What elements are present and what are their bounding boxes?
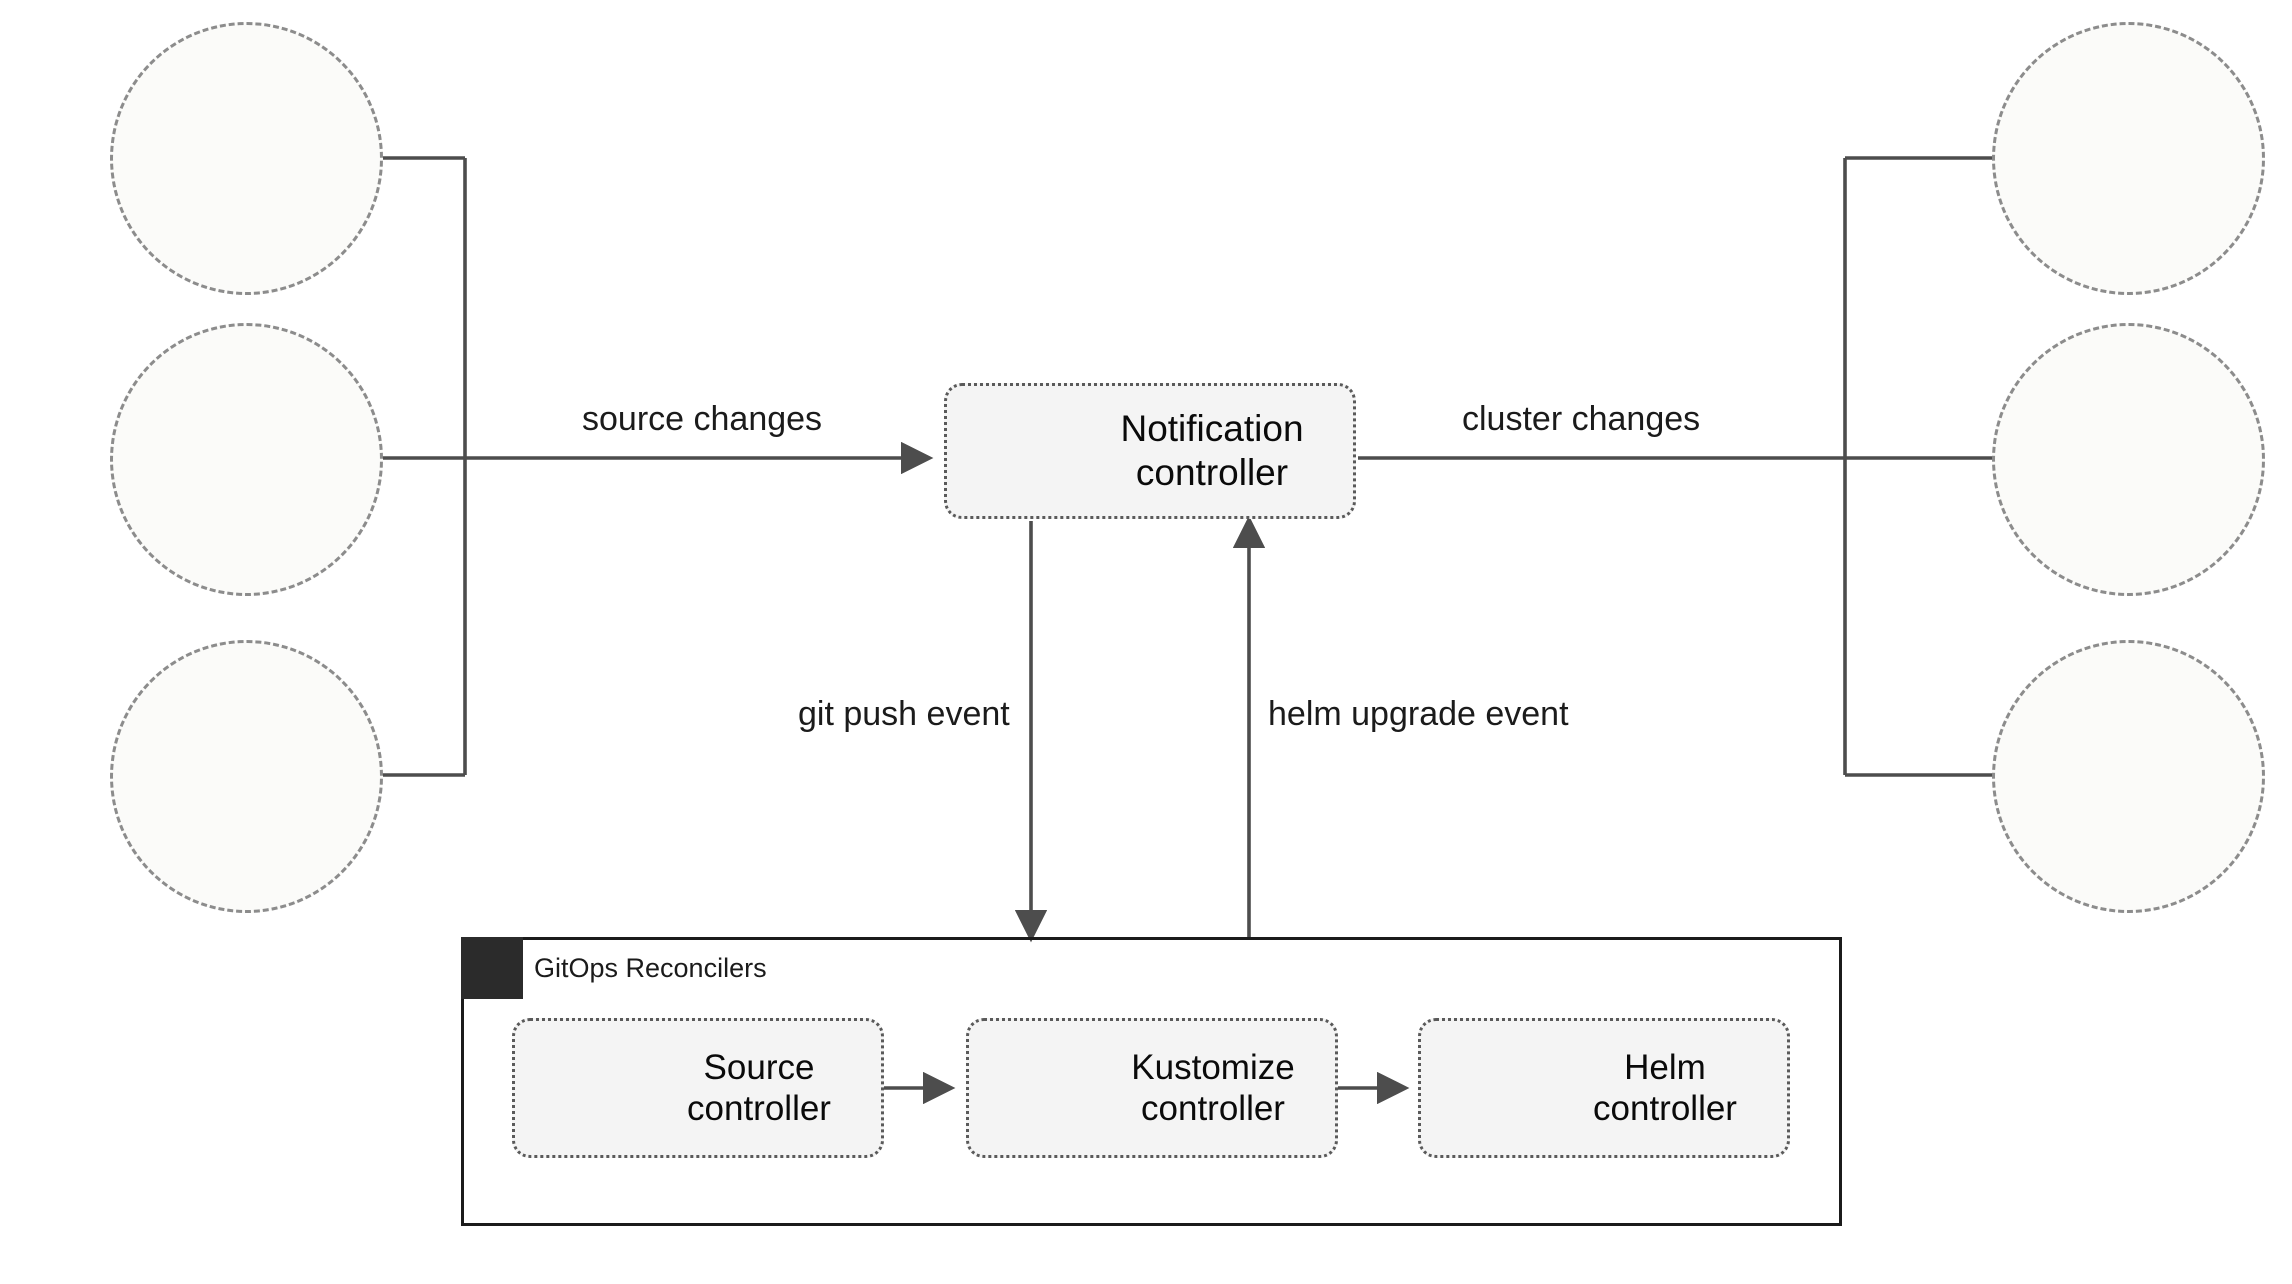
edge-label-helm-upgrade-event: helm upgrade event <box>1258 695 1579 734</box>
gitops-group-badge <box>461 937 523 999</box>
helm-controller-node[interactable]: Helm controller <box>1418 1018 1790 1158</box>
gitops-group-title: GitOps Reconcilers <box>534 953 767 983</box>
helm-controller-label: Helm controller <box>1593 1047 1737 1128</box>
notification-controller-label: Notification controller <box>1120 408 1304 493</box>
source-node-github[interactable] <box>110 22 383 295</box>
gitops-reconcilers-group <box>461 937 1842 1226</box>
flux-logo-icon <box>541 1040 637 1136</box>
edge-cluster-changes <box>1358 141 2058 792</box>
kustomize-controller-label: Kustomize controller <box>1131 1047 1295 1128</box>
flux-logo-icon <box>973 402 1071 500</box>
source-controller-label: Source controller <box>687 1047 831 1128</box>
destination-node-slack[interactable] <box>1992 22 2265 295</box>
source-controller-node[interactable]: Source controller <box>512 1018 884 1158</box>
edge-label-git-push-event: git push event <box>788 695 1020 734</box>
source-node-flux[interactable] <box>110 323 383 596</box>
notification-controller-node[interactable]: Notification controller <box>944 383 1356 519</box>
kustomize-controller-node[interactable]: Kustomize controller <box>966 1018 1338 1158</box>
edge-label-cluster-changes: cluster changes <box>1452 400 1711 439</box>
destination-node-discord[interactable] <box>1992 640 2265 913</box>
source-node-gitlab[interactable] <box>110 640 383 913</box>
flux-logo-icon <box>995 1040 1091 1136</box>
flux-logo-icon <box>1447 1040 1543 1136</box>
destination-node-teams[interactable] <box>1992 323 2265 596</box>
edge-label-source-changes: source changes <box>572 400 833 439</box>
